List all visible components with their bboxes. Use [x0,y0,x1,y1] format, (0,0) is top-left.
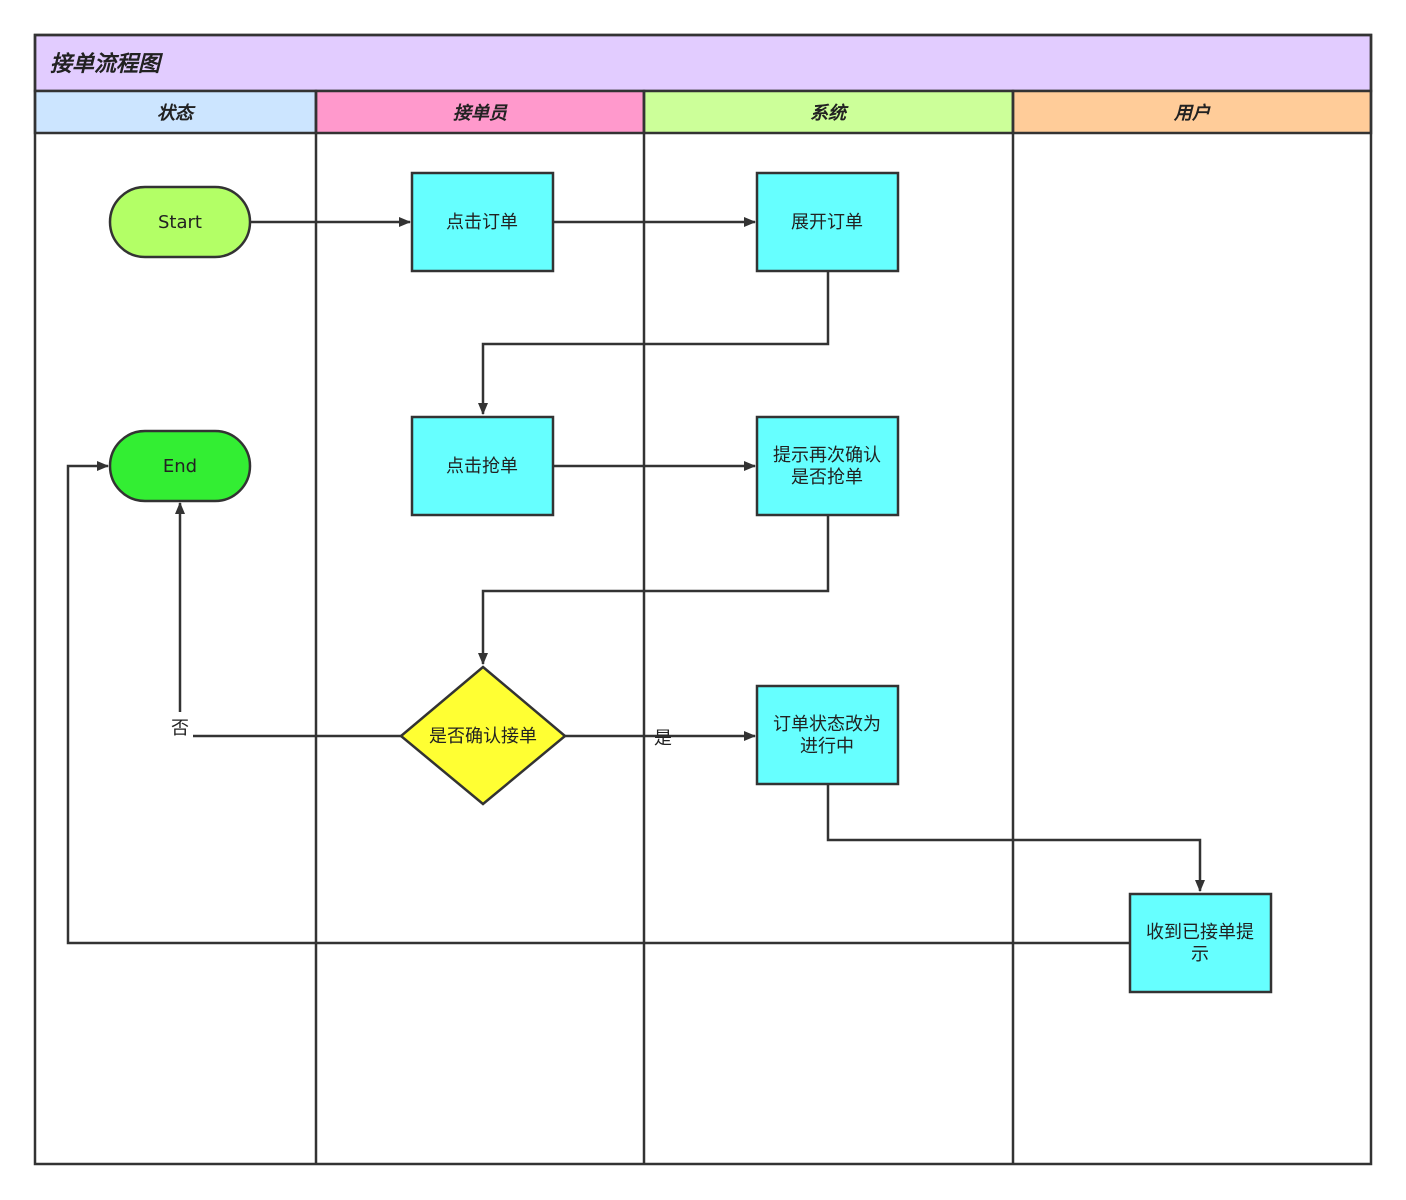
expand-order-process: 展开订单 [755,171,900,273]
edge-label-no: 否 [171,718,189,739]
lane-label-operator: 接单员 [453,103,508,124]
prompt-confirm-process: 提示再次确认 是否抢单 [755,415,900,517]
diagram-frame [33,33,1373,1166]
prompt-confirm-label-line1: 提示再次确认 [773,445,881,466]
lane-label-status: 状态 [157,103,196,124]
lane-label-user: 用户 [1173,103,1211,124]
edge-label-yes: 是 [654,728,672,749]
lane-label-system: 系统 [810,103,849,124]
click-grab-process: 点击抢单 [410,415,555,517]
end-terminal: End [108,429,252,503]
title-bar [33,33,1373,93]
edge-expand-to-click-grab [478,271,830,415]
edge-user-to-end [66,461,1130,945]
diagram-title: 接单流程图 [50,52,164,77]
click-order-label: 点击订单 [446,212,518,233]
confirm-decision: 是否确认接单 [399,665,567,806]
start-terminal: Start [108,185,252,259]
status-change-process: 订单状态改为 进行中 [755,684,900,786]
decision-label: 是否确认接单 [429,726,537,747]
user-notify-label-line1: 收到已接单提 [1146,922,1254,943]
status-change-label-line1: 订单状态改为 [773,714,881,735]
edge-prompt-to-decision [478,515,830,665]
user-notify-label-line2: 示 [1191,944,1209,965]
click-order-process: 点击订单 [410,171,555,273]
status-change-label-line2: 进行中 [800,736,854,757]
start-label: Start [158,212,202,233]
expand-order-label: 展开订单 [791,212,863,233]
lane-header-operator [314,89,646,135]
user-notify-process: 收到已接单提 示 [1128,892,1273,994]
edge-status-to-user [826,784,1205,892]
end-label: End [163,456,197,477]
click-grab-label: 点击抢单 [446,456,518,477]
lane-header-system [642,89,1015,135]
prompt-confirm-label-line2: 是否抢单 [791,467,863,488]
